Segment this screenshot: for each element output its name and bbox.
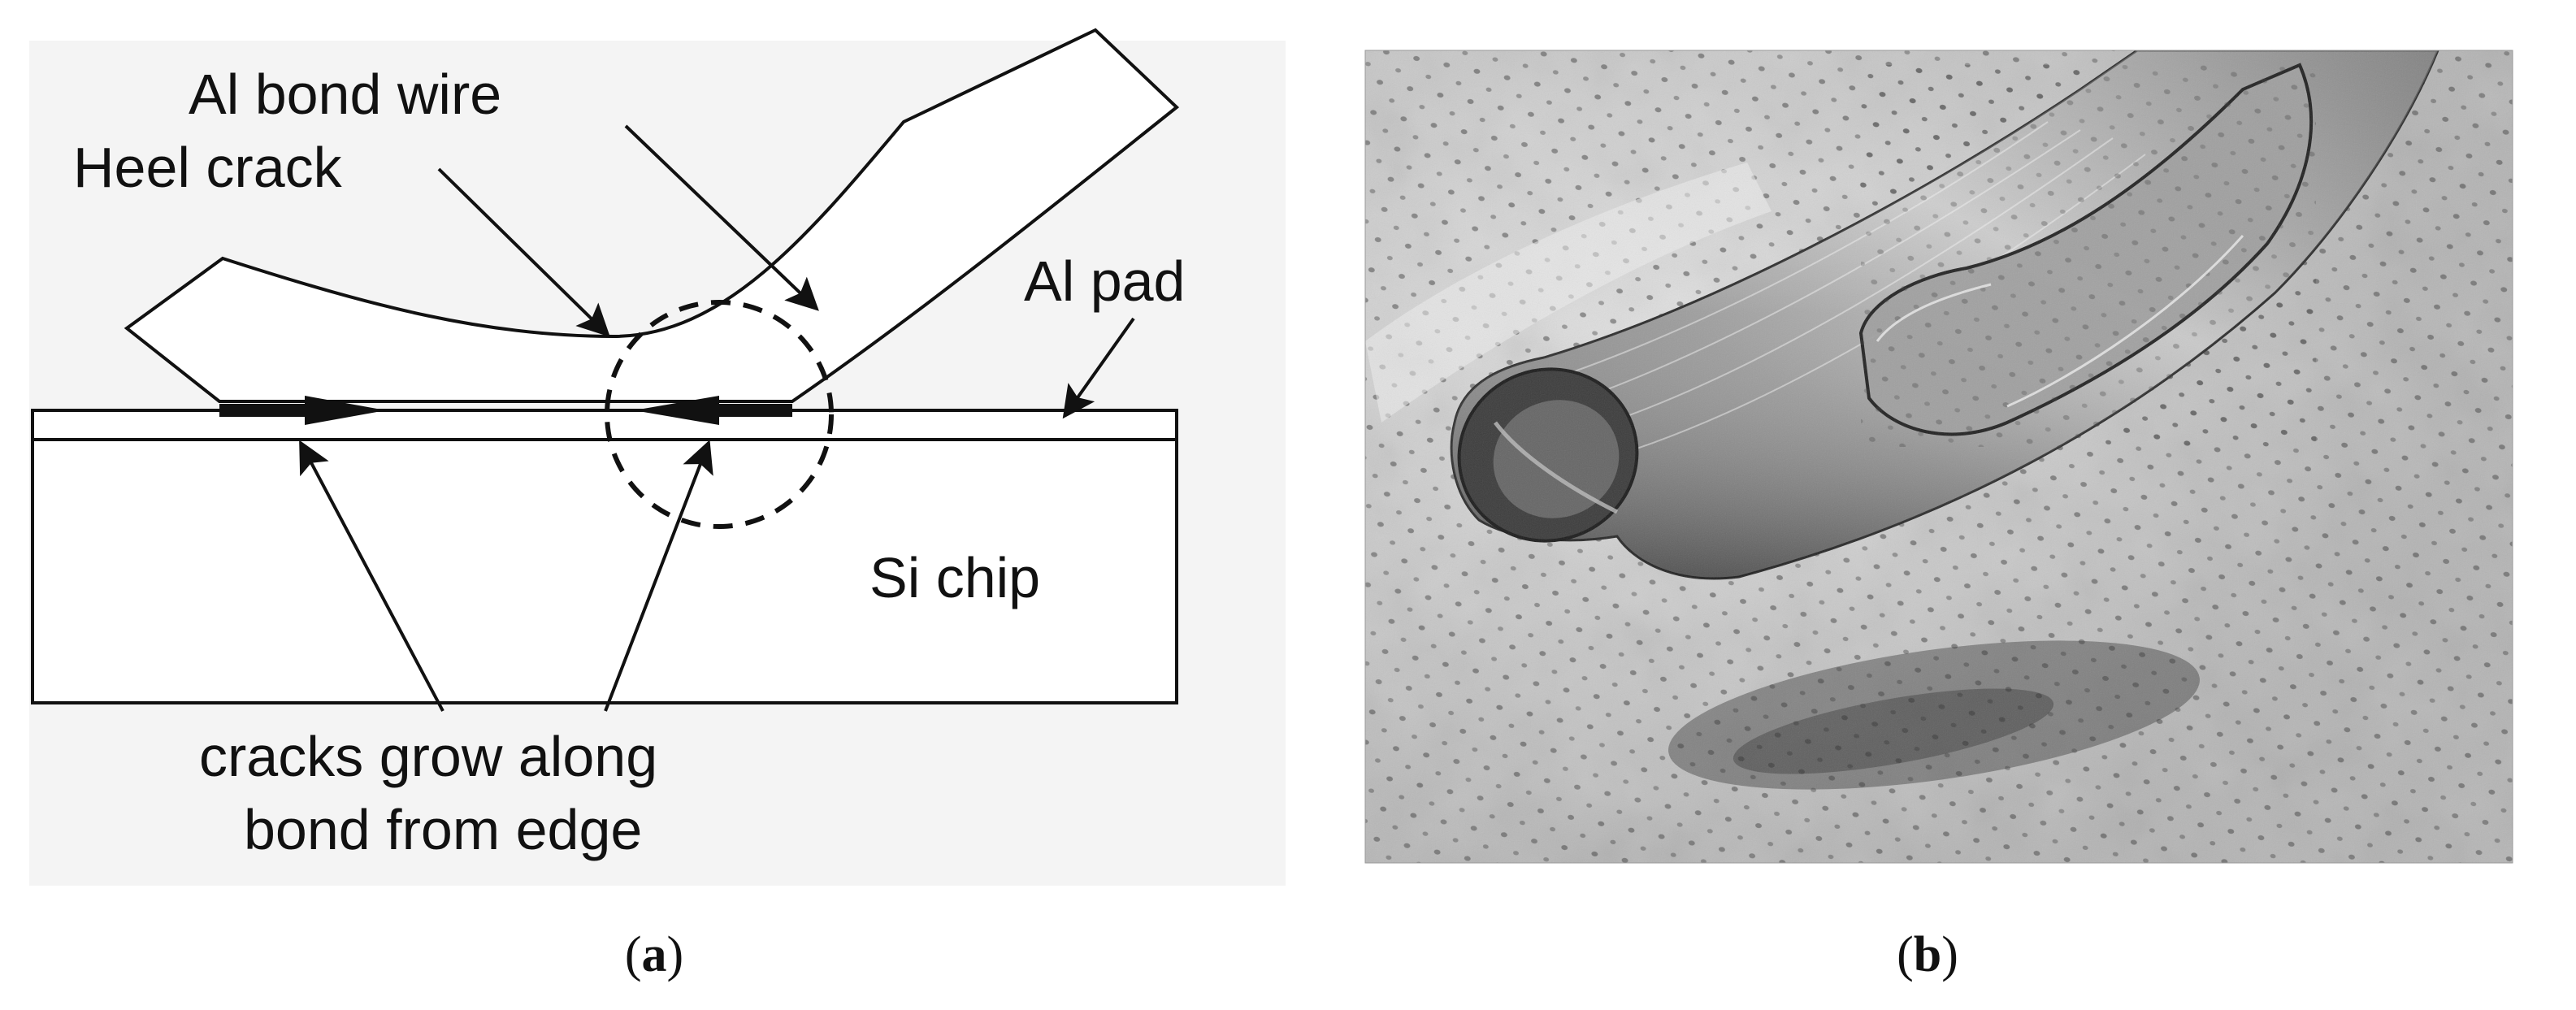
label-al-bond-wire: Al bond wire [189, 63, 501, 126]
crack-origin-arrow-right [604, 440, 713, 712]
panel-b-sem-image [1365, 50, 2513, 863]
caption-b: (b) [1897, 927, 1958, 982]
heel-crack-arrow [437, 167, 610, 337]
crack-origin-arrow-left [299, 440, 445, 712]
al-pad-layer [31, 409, 1178, 441]
panel-a-schematic: Al bond wire Heel crack Al pad Si chip c… [29, 28, 1286, 886]
label-al-pad: Al pad [1024, 249, 1185, 313]
label-cracks-line1: cracks grow along [199, 725, 657, 788]
si-chip-body [31, 409, 1178, 704]
crack-growth-arrow-left [634, 396, 719, 425]
al-bond-wire-shape [124, 28, 1180, 403]
sem-grain [1365, 50, 2513, 863]
al-pad-arrow [1062, 317, 1135, 419]
label-si-chip: Si chip [870, 546, 1040, 609]
label-heel-crack: Heel crack [73, 136, 343, 199]
bond-wire-arrow [624, 124, 819, 311]
heel-highlight-circle [605, 300, 834, 529]
label-cracks-line2: bond from edge [244, 798, 642, 861]
caption-a: (a) [625, 927, 683, 982]
crack-growth-arrow-right [305, 396, 386, 425]
